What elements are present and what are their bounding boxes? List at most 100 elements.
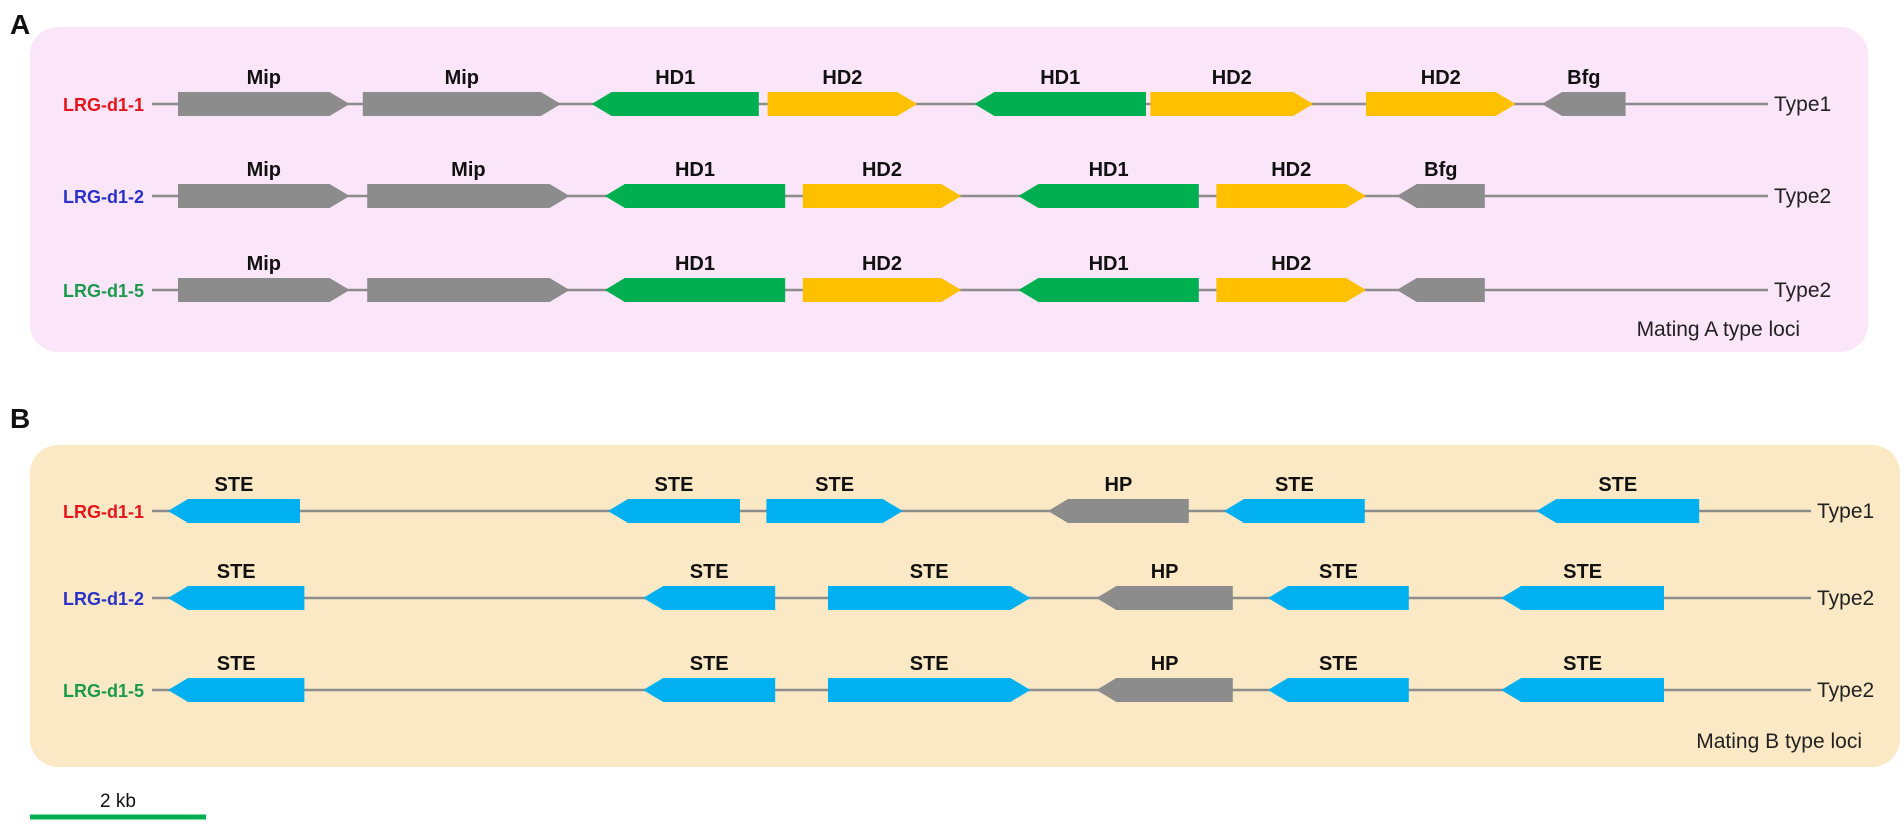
gene-arrow xyxy=(643,586,776,610)
gene-arrow xyxy=(168,678,305,702)
locus-track: LRG-d1-5 Type2 Mip HD1 HD2 HD1 HD2 xyxy=(63,253,1831,302)
gene-arrow xyxy=(1150,92,1314,116)
gene-arrow xyxy=(367,278,570,302)
gene-arrow xyxy=(1224,499,1365,523)
locus-type-label: Type2 xyxy=(1817,679,1874,702)
gene-label: HP xyxy=(1151,653,1179,675)
gene-label: Mip xyxy=(247,159,281,181)
gene-arrow xyxy=(643,678,776,702)
gene-arrow xyxy=(766,499,903,523)
locus-type-label: Type2 xyxy=(1774,279,1831,302)
gene-arrow xyxy=(178,92,350,116)
gene-arrow xyxy=(828,586,1031,610)
gene-label: HP xyxy=(1105,474,1133,496)
gene-arrow xyxy=(1501,678,1664,702)
gene-arrow xyxy=(1018,184,1199,208)
gene-label: STE xyxy=(690,561,729,583)
gene-arrow xyxy=(604,184,786,208)
gene-arrow xyxy=(767,92,918,116)
gene-arrow xyxy=(1096,586,1233,610)
strain-label: LRG-d1-1 xyxy=(63,502,144,522)
gene-label: STE xyxy=(1319,561,1358,583)
gene-arrow xyxy=(367,184,570,208)
gene-arrow xyxy=(178,278,350,302)
panel-b-letter: B xyxy=(10,403,30,434)
gene-label: HD1 xyxy=(1089,253,1129,275)
gene-label: STE xyxy=(217,653,256,675)
gene-label: HD2 xyxy=(822,67,862,89)
gene-label: STE xyxy=(1563,653,1602,675)
strain-label: LRG-d1-1 xyxy=(63,95,144,115)
gene-label: Mip xyxy=(451,159,485,181)
strain-label: LRG-d1-2 xyxy=(63,187,144,207)
strain-label: LRG-d1-5 xyxy=(63,281,144,301)
gene-label: Mip xyxy=(247,253,281,275)
locus-track: LRG-d1-5 Type2 STE STE STE HP STE STE xyxy=(63,653,1874,702)
gene-arrow xyxy=(1018,278,1199,302)
gene-arrow xyxy=(802,184,962,208)
gene-label: HD2 xyxy=(1271,159,1311,181)
gene-label: Bfg xyxy=(1567,67,1600,89)
gene-label: STE xyxy=(1563,561,1602,583)
locus-type-label: Type2 xyxy=(1817,587,1874,610)
gene-arrow xyxy=(604,278,786,302)
gene-label: HP xyxy=(1151,561,1179,583)
gene-arrow xyxy=(1268,586,1409,610)
gene-label: STE xyxy=(910,653,949,675)
gene-arrow xyxy=(1048,499,1189,523)
gene-label: STE xyxy=(217,561,256,583)
panel-b-footer: Mating B type loci xyxy=(1696,730,1862,753)
gene-label: Mip xyxy=(445,67,479,89)
gene-arrow xyxy=(1501,586,1664,610)
gene-arrow xyxy=(591,92,759,116)
gene-arrow xyxy=(1366,92,1516,116)
gene-label: STE xyxy=(1598,474,1637,496)
gene-arrow xyxy=(1396,184,1485,208)
locus-type-label: Type1 xyxy=(1774,93,1831,116)
gene-arrow xyxy=(1216,184,1366,208)
locus-type-label: Type2 xyxy=(1774,185,1831,208)
gene-label: HD1 xyxy=(675,253,715,275)
strain-label: LRG-d1-2 xyxy=(63,589,144,609)
gene-arrow xyxy=(1396,278,1485,302)
gene-label: STE xyxy=(1319,653,1358,675)
gene-label: STE xyxy=(655,474,694,496)
gene-arrow xyxy=(1096,678,1233,702)
gene-label: HD1 xyxy=(655,67,695,89)
gene-arrow xyxy=(1268,678,1409,702)
gene-label: HD2 xyxy=(1421,67,1461,89)
gene-arrow xyxy=(1536,499,1700,523)
locus-track: LRG-d1-2 Type2 Mip Mip HD1 HD2 HD1 HD2 Bfg xyxy=(63,159,1831,208)
gene-label: HD2 xyxy=(862,159,902,181)
gene-label: STE xyxy=(1275,474,1314,496)
gene-arrow xyxy=(608,499,740,523)
gene-label: STE xyxy=(815,474,854,496)
gene-label: HD1 xyxy=(675,159,715,181)
gene-label: HD1 xyxy=(1089,159,1129,181)
gene-arrow xyxy=(828,678,1031,702)
gene-label: HD2 xyxy=(1271,253,1311,275)
locus-type-label: Type1 xyxy=(1817,500,1874,523)
gene-arrow xyxy=(168,499,300,523)
gene-label: Bfg xyxy=(1424,159,1457,181)
gene-arrow xyxy=(168,586,305,610)
strain-label: LRG-d1-5 xyxy=(63,681,144,701)
scale-bar-label: 2 kb xyxy=(100,791,136,812)
gene-arrow xyxy=(1542,92,1626,116)
gene-arrow xyxy=(362,92,561,116)
gene-label: HD2 xyxy=(1212,67,1252,89)
gene-arrow xyxy=(974,92,1146,116)
panel-a-letter: A xyxy=(10,9,30,40)
gene-label: STE xyxy=(690,653,729,675)
gene-label: Mip xyxy=(247,67,281,89)
panel-a-footer: Mating A type loci xyxy=(1637,318,1800,341)
gene-label: HD2 xyxy=(862,253,902,275)
